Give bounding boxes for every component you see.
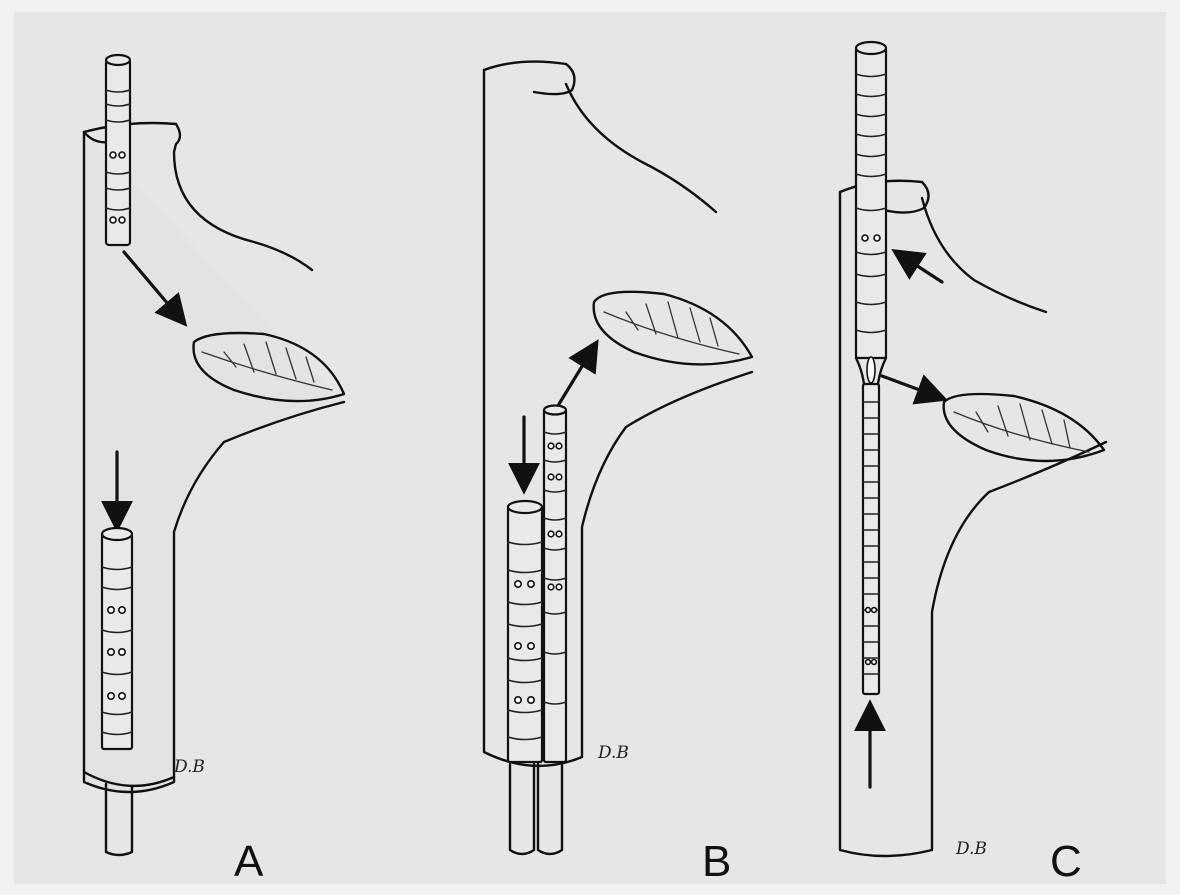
signature-c: D.B bbox=[955, 839, 987, 859]
arrow-b-to-leaflet bbox=[559, 350, 592, 404]
panel-label-b: B bbox=[702, 837, 731, 884]
signature-a: D.B bbox=[173, 757, 205, 777]
upper-catheter-a bbox=[106, 55, 130, 245]
left-catheter-b bbox=[508, 501, 542, 762]
illustration: D.B A bbox=[14, 12, 1166, 884]
figure-panel: D.B A bbox=[14, 12, 1166, 884]
panel-label-c: C bbox=[1050, 837, 1082, 884]
shaft-a bbox=[106, 784, 132, 855]
arrow-c-up bbox=[902, 256, 942, 282]
leaflet-b bbox=[594, 292, 752, 365]
leaflet-c bbox=[944, 394, 1104, 461]
signature-b: D.B bbox=[597, 743, 629, 763]
panel-b: D.B B bbox=[484, 62, 752, 884]
right-catheter-b bbox=[544, 406, 566, 763]
panel-label-a: A bbox=[234, 837, 264, 884]
shafts-b bbox=[510, 764, 562, 854]
panel-c: D.B C bbox=[840, 42, 1106, 884]
upper-catheter-c bbox=[856, 42, 886, 384]
lower-catheter-c bbox=[863, 384, 879, 694]
arrow-c-to-leaflet bbox=[882, 376, 936, 396]
panel-a: D.B A bbox=[84, 55, 344, 884]
